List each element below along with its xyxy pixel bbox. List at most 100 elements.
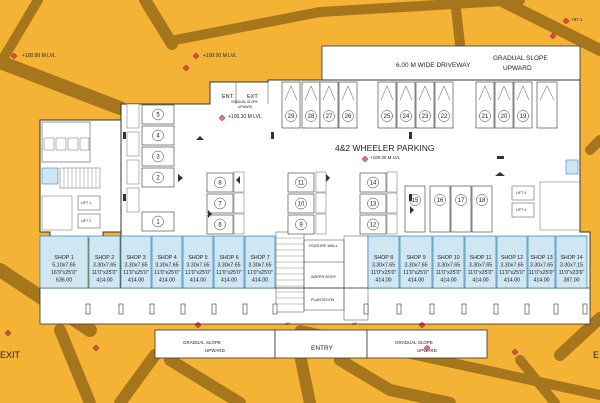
two-wheeler-bay [126, 187, 140, 213]
labels: +100.00 M LVL +100.00 M LVL +97.1 6.00 M… [0, 17, 599, 360]
stall-number: 21 [482, 114, 489, 120]
shop-name: SHOP 5 [188, 255, 207, 261]
stall-number: 27 [326, 114, 333, 120]
road [0, 0, 43, 69]
column [396, 303, 402, 315]
parking-stall-24: 24 [396, 81, 416, 129]
level-marker [11, 53, 17, 59]
stall-number: 2 [156, 176, 160, 182]
shop-dimensions-ft: 16'9"x25'0" [51, 270, 77, 276]
stall-number: 11 [298, 181, 305, 187]
lift-shaft [77, 195, 101, 211]
level-marker [183, 65, 189, 71]
two-wheeler-bay [315, 171, 327, 193]
parking-stall-17: 17 [450, 185, 472, 233]
shop-area: 414.00 [408, 278, 424, 284]
stair-treads [63, 168, 97, 188]
feature-wall-label: FEATURE WALL [309, 244, 338, 248]
column [524, 303, 530, 315]
column [272, 303, 278, 315]
shop-dimensions-ft: 11'0"x25'0" [92, 270, 118, 276]
shop-dimensions-ft: 11'0"x25'0" [216, 270, 242, 276]
level-top-left: +100.00 M LVL [22, 53, 56, 59]
stall-number: 1 [156, 220, 160, 226]
gradual-slope-top: GRADUAL SLOPE [493, 55, 548, 62]
core-stair [41, 195, 73, 231]
shop-dimensions-m: 3.30x7.65 [469, 263, 492, 269]
two-wheeler-bay [126, 159, 140, 185]
upward-bottom-left: UPWARD [205, 348, 226, 353]
traffic-arrows [178, 136, 505, 218]
parking-stall-22: 22 [434, 81, 454, 129]
parking-stall-28: 28 [301, 81, 321, 129]
level-top-right: +97.1 [571, 17, 583, 22]
shop-name: SHOP 10 [437, 255, 459, 261]
driveway-label: 6.00 M WIDE DRIVEWAY [396, 62, 471, 69]
road [164, 354, 246, 403]
two-wheeler-bay [233, 192, 245, 214]
shop-dimensions-m: 5.10x7.65 [52, 263, 75, 269]
parking-stall-11: 11 [287, 172, 315, 193]
toilet-stall [67, 137, 79, 151]
column [493, 303, 499, 315]
lift-shaft [77, 213, 101, 229]
arrow [208, 210, 212, 218]
stall-number: 3 [156, 155, 160, 161]
stall-number: 9 [299, 223, 303, 229]
parking-stall-14: 14 [359, 172, 387, 193]
stall-number: 26 [345, 114, 352, 120]
stall-number: 10 [298, 202, 305, 208]
front-entry [274, 329, 368, 359]
two-wheeler-bay [386, 171, 398, 193]
two-wheeler-bay [126, 103, 140, 129]
parking-stall-29: 29 [281, 81, 301, 129]
stall-number: 22 [441, 114, 448, 120]
shop-area: 414.00 [533, 278, 549, 284]
shop-dimensions-ft: 11'0"x23'6" [559, 270, 585, 276]
shop-area: 414.00 [504, 278, 520, 284]
shop-dimensions-m: 3.30x7.65 [372, 263, 395, 269]
upward-top: UPWARD [503, 65, 532, 72]
entry-label: ENTRY [311, 345, 334, 352]
parking-stall-13: 13 [359, 193, 387, 214]
toilet-stall [43, 137, 55, 151]
road [54, 324, 96, 403]
column [149, 303, 155, 315]
road [494, 0, 600, 56]
shop-area: 414.00 [96, 278, 112, 284]
parking-stall-6: 6 [206, 214, 234, 235]
level-marker [195, 322, 201, 328]
road [0, 55, 127, 115]
columns [85, 303, 588, 315]
column [85, 303, 91, 315]
shop-area: 414.00 [128, 278, 144, 284]
shop-area: 636.00 [56, 278, 72, 284]
two-wheeler-bay [233, 213, 245, 235]
stall-number: 20 [501, 114, 508, 120]
column [582, 303, 588, 315]
column [409, 132, 412, 139]
arrow [236, 176, 240, 184]
column [461, 303, 467, 315]
shop-name: SHOP 13 [530, 255, 552, 261]
stall-number: 25 [384, 114, 391, 120]
toilet-stall [55, 137, 67, 151]
parking-stall-2: 2 [141, 167, 175, 188]
stall-number: 28 [308, 114, 315, 120]
ramp-upward-label: UPWARD [238, 105, 253, 109]
stall-number: 4 [156, 134, 160, 140]
stall-number: 14 [370, 181, 377, 187]
column [242, 303, 248, 315]
road [170, 0, 525, 45]
column [118, 303, 124, 315]
exit-left-label: EXIT [0, 350, 21, 360]
shop-dimensions-m: 3.30x7.65 [248, 263, 271, 269]
